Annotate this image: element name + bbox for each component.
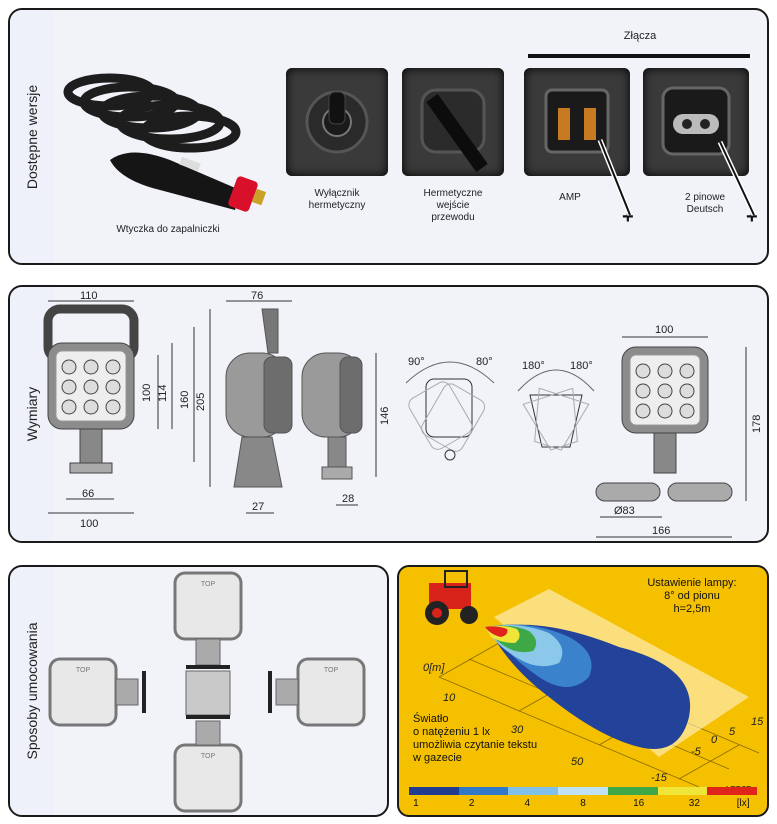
distance-tick-50: 50 — [571, 756, 584, 768]
connectors-bar — [528, 54, 750, 58]
scale-segment-4 — [558, 787, 608, 795]
scale-segment-1 — [409, 787, 459, 795]
side-76-label: 76 — [251, 290, 263, 302]
side-28-label: 28 — [342, 493, 354, 505]
lighter-plug-caption: Wtyczka do zapalniczki — [116, 224, 220, 235]
cable-entry-caption: Hermetyczne wejście przewodu — [423, 188, 483, 223]
cable-entry-image — [402, 68, 504, 176]
dimension-drawings: 110 100 114 160 205 66 100 76 146 27 28 — [43, 290, 763, 538]
magnet-width-label: 100 — [655, 324, 673, 336]
mounting-diagram — [48, 571, 366, 813]
height-205-label: 205 — [195, 393, 207, 411]
lateral-tick-15: 15 — [751, 716, 764, 728]
light-distribution-plot: 0[m] 10 30 50 15 5 0 -5 -15 — [423, 570, 764, 788]
scale-unit: [lx] — [736, 798, 750, 809]
light-distribution-panel: 0[m] 10 30 50 15 5 0 -5 -15 Ustawienie l… — [397, 565, 769, 817]
scale-label-1: 1 — [413, 798, 419, 809]
lateral-tick-5: 5 — [729, 726, 736, 738]
side-view — [225, 308, 363, 488]
tilt-left-label: 90° — [408, 356, 425, 368]
lateral-tick-0: 0 — [711, 734, 718, 746]
top-label-1: TOP — [200, 581, 216, 588]
lamp-setting-text: Ustawienie lampy: 8° od pionu h=2,5m — [647, 577, 737, 615]
scale-label-16: 16 — [633, 798, 645, 809]
side-27-label: 27 — [252, 501, 264, 513]
switch-caption: Wyłącznik hermetyczny — [308, 188, 366, 211]
side-146-label: 146 — [379, 407, 391, 425]
deutsch-caption: 2 pinowe Deutsch — [684, 192, 726, 215]
scale-segment-3 — [508, 787, 559, 795]
tilt-right-label: 80° — [476, 356, 493, 368]
front-view — [43, 304, 139, 474]
deutsch-connector-image — [643, 68, 749, 176]
distance-tick-10: 10 — [443, 692, 456, 704]
versions-panel: Dostępne wersje Wtyczka do zapalniczki W… — [8, 8, 769, 265]
lateral-tick-minus-5: -5 — [691, 746, 702, 758]
rotation-right-label: 180° — [570, 360, 593, 372]
scale-label-4: 4 — [524, 798, 531, 809]
switch-image — [286, 68, 388, 176]
amp-connector-image — [524, 68, 630, 176]
base-66-label: 66 — [82, 488, 94, 500]
magnet-base-label: 166 — [652, 525, 670, 537]
magnet-view — [595, 346, 733, 502]
scale-label-32: 32 — [688, 798, 700, 809]
scale-segment-7 — [707, 787, 758, 795]
illuminance-scale-bar — [409, 787, 758, 795]
tilt-diagram — [405, 361, 495, 461]
tractor-icon — [425, 570, 478, 625]
rotation-left-label: 180° — [522, 360, 545, 372]
scale-segment-2 — [458, 787, 509, 795]
height-160-label: 160 — [179, 391, 191, 409]
connector-arrows — [597, 139, 757, 217]
illuminance-info-text: Światło o natężeniu 1 lx umożliwia czyta… — [413, 713, 538, 764]
height-100-label: 100 — [141, 384, 153, 402]
top-label-4: TOP — [323, 667, 339, 674]
front-width-label: 110 — [80, 290, 98, 302]
connectors-title: Złącza — [623, 30, 657, 42]
top-label-3: TOP — [75, 667, 91, 674]
versions-side: Dostępne wersje — [10, 10, 54, 263]
base-100-label: 100 — [80, 518, 98, 530]
magnet-diameter-label: Ø83 — [614, 505, 635, 517]
scale-labels: 1 2 4 8 16 32 [lx] — [409, 798, 757, 810]
scale-label-8: 8 — [580, 798, 586, 809]
lateral-tick-minus-15: -15 — [651, 772, 668, 784]
mounting-side: Sposoby umocowania — [10, 567, 54, 815]
rotation-diagram — [517, 369, 595, 451]
height-114-label: 114 — [157, 384, 169, 402]
scale-label-2: 2 — [468, 798, 475, 809]
axis-origin-label: 0[m] — [423, 662, 445, 674]
mounting-panel: Sposoby umocowania TOP TOP TOP TOP — [8, 565, 389, 817]
scale-segment-6 — [657, 787, 708, 795]
deutsch-plus-sign: + — [746, 206, 758, 228]
amp-caption: AMP — [559, 192, 581, 203]
amp-plus-sign: + — [622, 206, 634, 228]
lighter-plug-image — [63, 73, 267, 212]
top-label-2: TOP — [200, 753, 216, 760]
scale-segment-5 — [607, 787, 658, 795]
dimensions-panel: Wymiary 110 100 114 160 205 66 100 — [8, 285, 769, 543]
magnet-height-label: 178 — [751, 415, 763, 433]
distance-tick-30: 30 — [511, 724, 524, 736]
